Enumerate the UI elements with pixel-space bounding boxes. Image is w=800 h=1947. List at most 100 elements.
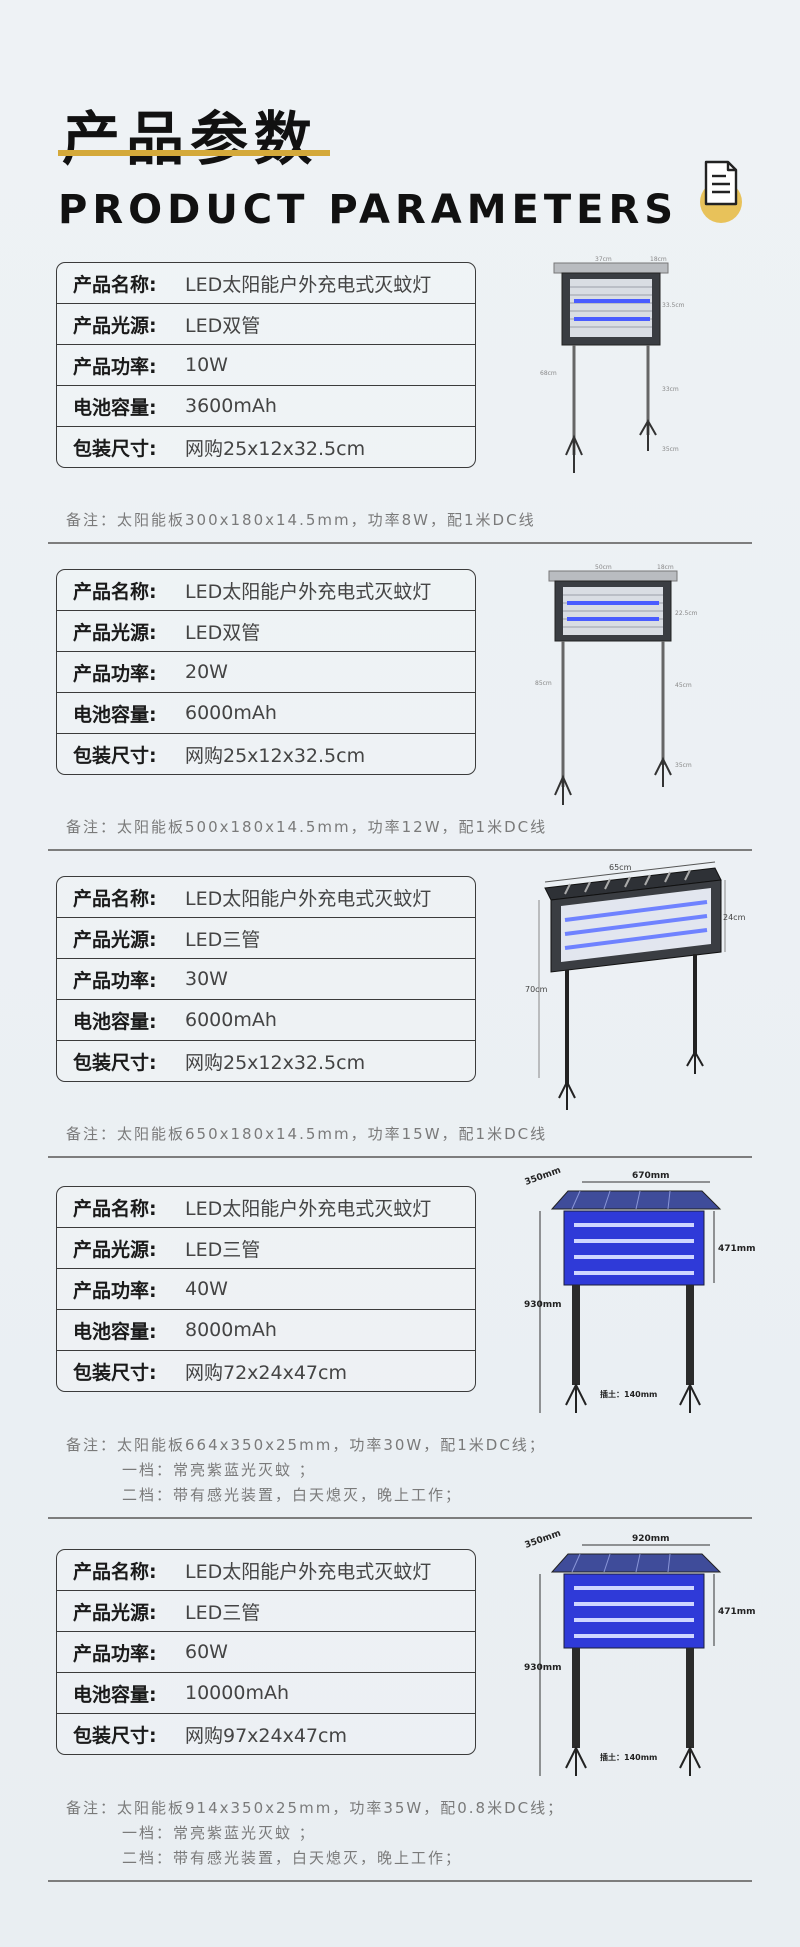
spec-label: 产品功率: [73, 1642, 157, 1665]
spec-label: 包装尺寸: [73, 1361, 157, 1384]
spec-value: LED双管 [185, 314, 261, 337]
spec-value: 20W [185, 661, 228, 683]
product-note-2: 备注：太阳能板500x180x14.5mm，功率12W，配1米DC线 [66, 818, 548, 836]
product-image-4: 350mm 670mm 471mm 930mm 插土：140mm [524, 1166, 756, 1413]
spec-label: 产品名称: [73, 273, 157, 296]
dimension-label: 670mm [632, 1171, 670, 1181]
spec-row-battery: 电池容量: 8000mAh [57, 1310, 475, 1351]
spec-value: 10W [185, 354, 228, 376]
spec-value: 网购25x12x32.5cm [185, 437, 366, 460]
spec-value: 60W [185, 1641, 228, 1663]
spec-value: LED太阳能户外充电式灭蚊灯 [185, 1560, 432, 1583]
spec-label: 产品名称: [73, 1197, 157, 1220]
product-note-4: 备注：太阳能板664x350x25mm，功率30W，配1米DC线； 一档：常亮紫… [66, 1433, 546, 1508]
spec-label: 电池容量: [73, 1010, 157, 1033]
spec-row-name: 产品名称: LED太阳能户外充电式灭蚊灯 [57, 877, 475, 918]
spec-row-battery: 电池容量: 6000mAh [57, 693, 475, 734]
spec-row-name: 产品名称:LED太阳能户外充电式灭蚊灯 [57, 570, 475, 611]
spec-value: 网购25x12x32.5cm [185, 1051, 366, 1074]
dimension-label: 35cm [675, 762, 692, 769]
dimension-label: 18cm [650, 256, 667, 263]
dimension-label: 65cm [609, 863, 632, 872]
spec-label: 电池容量: [73, 1320, 157, 1343]
spec-value: LED太阳能户外充电式灭蚊灯 [185, 887, 432, 910]
spec-row-name: 产品名称: LED太阳能户外充电式灭蚊灯 [57, 1550, 475, 1591]
spec-value: 6000mAh [185, 1009, 277, 1031]
spec-value: LED太阳能户外充电式灭蚊灯 [185, 1197, 432, 1220]
section-divider [48, 1517, 752, 1519]
spec-value: 6000mAh [185, 702, 277, 724]
dimension-label: 930mm [524, 1300, 562, 1310]
dimension-label: 85cm [535, 680, 552, 687]
spec-label: 产品功率: [73, 355, 157, 378]
spec-label: 产品光源: [73, 621, 157, 644]
spec-label: 产品名称: [73, 887, 157, 910]
spec-row-source: 产品光源:LED三管 [57, 1228, 475, 1269]
spec-label: 产品功率: [73, 662, 157, 685]
dimension-label: 70cm [525, 985, 548, 994]
dimension-label: 45cm [675, 682, 692, 689]
spec-label: 产品光源: [73, 314, 157, 337]
title-underline [58, 150, 330, 156]
spec-value: LED双管 [185, 621, 261, 644]
spec-label: 产品光源: [73, 1601, 157, 1624]
spec-value: 10000mAh [185, 1682, 289, 1704]
note-line: 二档：带有感光装置，白天熄灭，晚上工作； [122, 1486, 463, 1504]
note-line: 一档：常亮紫蓝光灭蚊 ； [122, 1461, 316, 1479]
dimension-label: 22.5cm [675, 610, 698, 617]
spec-row-package: 包装尺寸: 网购25x12x32.5cm [57, 427, 475, 467]
spec-value: 8000mAh [185, 1319, 277, 1341]
document-icon [700, 160, 742, 223]
spec-row-package: 包装尺寸: 网购97x24x47cm [57, 1714, 475, 1754]
spec-row-name: 产品名称:LED太阳能户外充电式灭蚊灯 [57, 263, 475, 304]
dimension-label: 插土：140mm [600, 1752, 657, 1762]
spec-label: 包装尺寸: [73, 1724, 157, 1747]
product-note-5: 备注：太阳能板914x350x25mm，功率35W，配0.8米DC线； 一档：常… [66, 1796, 564, 1871]
spec-row-battery: 电池容量: 3600mAh [57, 386, 475, 427]
spec-label: 包装尺寸: [73, 437, 157, 460]
spec-value: 3600mAh [185, 395, 277, 417]
note-line: 备注：太阳能板664x350x25mm，功率30W，配1米DC线； [66, 1436, 546, 1454]
spec-value: 网购97x24x47cm [185, 1724, 347, 1747]
note-line: 二档：带有感光装置，白天熄灭，晚上工作； [122, 1849, 463, 1867]
product-image-1: 37cm 18cm 33.5cm 68cm 33cm 35cm [540, 256, 685, 473]
spec-row-power: 产品功率: 10W [57, 345, 475, 386]
spec-label: 包装尺寸: [73, 1051, 157, 1074]
page-title: 产品参数 [62, 105, 319, 173]
spec-value: 网购72x24x47cm [185, 1361, 347, 1384]
spec-row-power: 产品功率: 60W [57, 1632, 475, 1673]
dimension-label: 930mm [524, 1663, 562, 1673]
dimension-label: 35cm [662, 446, 679, 453]
spec-label: 产品光源: [73, 928, 157, 951]
spec-table-4: 产品名称:LED太阳能户外充电式灭蚊灯 产品光源:LED三管 产品功率:40W … [56, 1186, 476, 1392]
spec-label: 电池容量: [73, 396, 157, 419]
spec-value: LED三管 [185, 1601, 261, 1624]
dimension-label: 471mm [718, 1244, 756, 1254]
spec-row-package: 包装尺寸: 网购72x24x47cm [57, 1351, 475, 1391]
dimension-label: 920mm [632, 1534, 670, 1544]
page-subtitle: PRODUCT PARAMETERS [58, 187, 679, 233]
spec-value: LED三管 [185, 928, 261, 951]
spec-label: 产品功率: [73, 1279, 157, 1302]
spec-label: 电池容量: [73, 703, 157, 726]
header: 产品参数 PRODUCT PARAMETERS [0, 0, 800, 255]
spec-value: LED三管 [185, 1238, 261, 1261]
section-divider [48, 1156, 752, 1158]
spec-value: 40W [185, 1278, 228, 1300]
dimension-label: 350mm [524, 1529, 563, 1551]
note-line: 备注：太阳能板914x350x25mm，功率35W，配0.8米DC线； [66, 1799, 565, 1817]
dimension-label: 37cm [595, 256, 612, 263]
section-divider [48, 849, 752, 851]
spec-table-1: 产品名称:LED太阳能户外充电式灭蚊灯 产品光源:LED双管 产品功率:10W … [56, 262, 476, 468]
product-image-5: 350mm 920mm 471mm 930mm 插土：140mm [524, 1529, 756, 1776]
dimension-label: 插土：140mm [600, 1389, 657, 1399]
spec-label: 包装尺寸: [73, 744, 157, 767]
spec-row-source: 产品光源: LED双管 [57, 304, 475, 345]
dimension-label: 18cm [657, 564, 674, 571]
dimension-label: 24cm [723, 913, 746, 922]
spec-value: LED太阳能户外充电式灭蚊灯 [185, 580, 432, 603]
spec-row-battery: 电池容量: 6000mAh [57, 1000, 475, 1041]
note-line: 一档：常亮紫蓝光灭蚊 ； [122, 1824, 316, 1842]
spec-label: 产品名称: [73, 1560, 157, 1583]
dimension-label: 33.5cm [662, 302, 685, 309]
